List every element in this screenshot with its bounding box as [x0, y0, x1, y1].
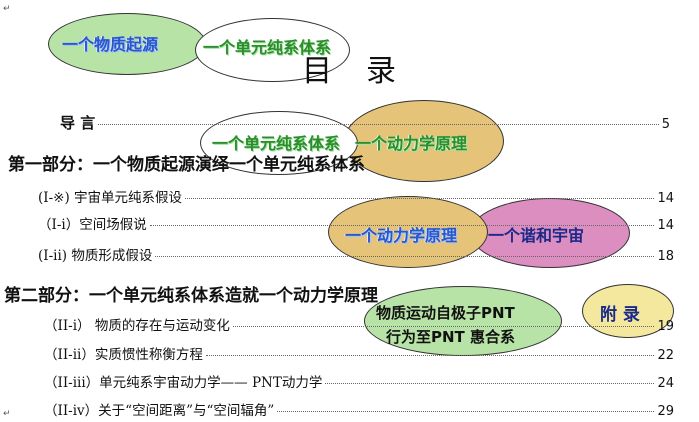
paragraph-mark: ↵	[3, 4, 11, 14]
bubble-pnt-line2: 行为至PNT 惠合系	[386, 328, 516, 346]
dot-leader	[185, 198, 655, 199]
ellipse-dynamics-mid	[344, 100, 504, 182]
toc-page-number: 14	[657, 218, 674, 233]
toc-page-number: 22	[657, 348, 674, 363]
bubble-system-top-text: 一个单元纯系体系	[203, 38, 332, 57]
toc-label: (I-ii) 物质形成假设	[38, 248, 153, 264]
toc-page-number: 5	[661, 117, 670, 132]
toc-page-number: 14	[657, 191, 674, 206]
ellipse-pnt	[364, 286, 562, 356]
toc-row-part1-3[interactable]: (I-ii) 物质形成假设 18	[38, 244, 674, 264]
toc-label: (I-※) 宇宙单元纯系假设	[38, 190, 183, 206]
ellipse-origin	[48, 13, 206, 75]
bubble-dynamics-mid-text: 一个动力学原理	[355, 134, 468, 153]
dot-leader	[277, 411, 655, 412]
toc-row-part2-1[interactable]: （II-i） 物质的存在与运动变化 19	[44, 314, 674, 334]
bubble-system-mid-text: 一个单元纯系体系	[212, 134, 341, 153]
toc-label: （I-i）空间场假说	[38, 217, 147, 233]
bubble-harmony-text: 一个谐和宇宙	[488, 226, 585, 245]
toc-row-part2-2[interactable]: （II-ii）实质惯性称衡方程 22	[44, 343, 674, 363]
dot-leader	[205, 355, 655, 356]
dot-leader	[232, 326, 655, 327]
dot-leader	[155, 256, 655, 257]
toc-row-intro[interactable]: 导 言 5	[60, 112, 670, 133]
bubble-origin-text: 一个物质起源	[62, 35, 159, 54]
toc-row-part1-2[interactable]: （I-i）空间场假说 14	[38, 213, 674, 233]
toc-row-part2-4[interactable]: （II-iv）关于“空间距离”与“空间辐角” 29	[44, 399, 674, 419]
ellipse-system-top	[195, 18, 350, 82]
toc-page-number: 18	[657, 249, 674, 264]
dot-leader	[149, 225, 655, 226]
bubble-dynamics-low-text: 一个动力学原理	[345, 226, 458, 245]
part-two-heading[interactable]: 第二部分：一个单元纯系体系造就一个动力学原理	[4, 286, 378, 306]
toc-label: （II-iii）单元纯系宇宙动力学—— PNT动力学	[44, 375, 323, 391]
toc-label: （II-ii）实质惯性称衡方程	[44, 347, 203, 363]
dot-leader	[98, 124, 659, 125]
ellipse-appendix	[582, 284, 674, 338]
part-one-heading[interactable]: 第一部分：一个物质起源演绎一个单元纯系体系	[8, 155, 365, 175]
toc-row-part1-1[interactable]: (I-※) 宇宙单元纯系假设 14	[38, 186, 674, 206]
toc-row-part2-3[interactable]: （II-iii）单元纯系宇宙动力学—— PNT动力学 24	[44, 371, 674, 391]
bubble-pnt-line1: 物质运动自极子PNT	[376, 304, 515, 322]
toc-label: （II-iv）关于“空间距离”与“空间辐角”	[44, 403, 275, 419]
ellipse-system-mid	[200, 111, 358, 175]
page-title: 目 录	[302, 54, 398, 89]
toc-page-number: 19	[657, 319, 674, 334]
paragraph-mark: ↵	[3, 409, 11, 419]
toc-page-number: 29	[657, 404, 674, 419]
toc-label: 导 言	[60, 114, 96, 132]
dot-leader	[325, 383, 655, 384]
toc-page-number: 24	[657, 376, 674, 391]
bubble-appendix-text: 附 录	[600, 305, 640, 325]
toc-label: （II-i） 物质的存在与运动变化	[44, 318, 230, 334]
